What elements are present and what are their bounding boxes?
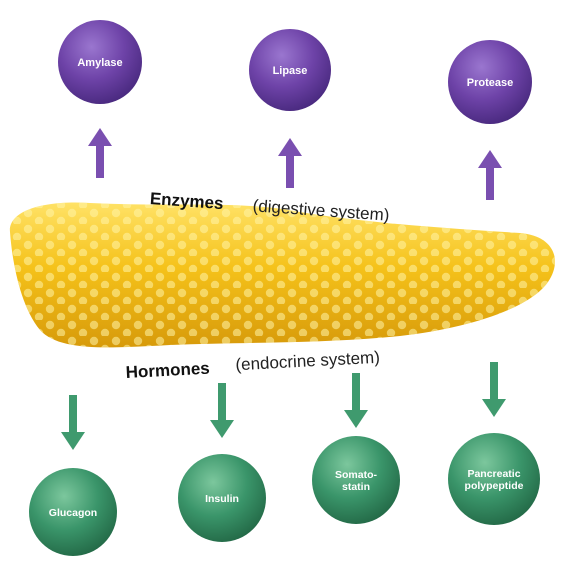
enzyme-node-protease: Protease — [448, 40, 532, 124]
hormone-node-somato-statin: Somato-statin — [312, 436, 400, 524]
hormone-node-glucagon: Glucagon — [29, 468, 117, 556]
enzyme-node-amylase: Amylase — [58, 20, 142, 104]
hormones-title: Hormones — [125, 359, 210, 382]
hormone-label-line: Glucagon — [49, 507, 97, 519]
hormone-label-line: Pancreatic — [467, 468, 520, 480]
hormone-label-line: statin — [342, 481, 370, 493]
enzyme-arrow-amylase — [88, 128, 112, 178]
enzyme-node-lipase: Lipase — [249, 29, 331, 111]
hormone-label-line: Somato- — [335, 469, 378, 481]
hormone-arrow-somato-statin — [344, 373, 368, 428]
hormone-arrow-pancreatic-polypeptide — [482, 362, 506, 417]
hormones-group: Glucagon Insulin Somato-statin Pancreaticpo… — [29, 362, 540, 556]
hormones-heading: Hormones (endocrine system) — [125, 348, 380, 382]
enzyme-arrow-lipase — [278, 138, 302, 188]
enzyme-arrow-protease — [478, 150, 502, 200]
hormone-arrow-insulin — [210, 383, 234, 438]
hormone-label-line: polypeptide — [465, 480, 524, 492]
hormone-node-insulin: Insulin — [178, 454, 266, 542]
enzyme-label-amylase: Amylase — [77, 57, 122, 69]
hormone-arrow-glucagon — [61, 395, 85, 450]
enzyme-label-protease: Protease — [467, 77, 513, 89]
enzyme-label-lipase: Lipase — [273, 65, 308, 77]
hormones-subtitle: (endocrine system) — [235, 348, 380, 375]
hormone-label-line: Insulin — [205, 493, 239, 505]
pancreas-organ — [0, 195, 564, 355]
